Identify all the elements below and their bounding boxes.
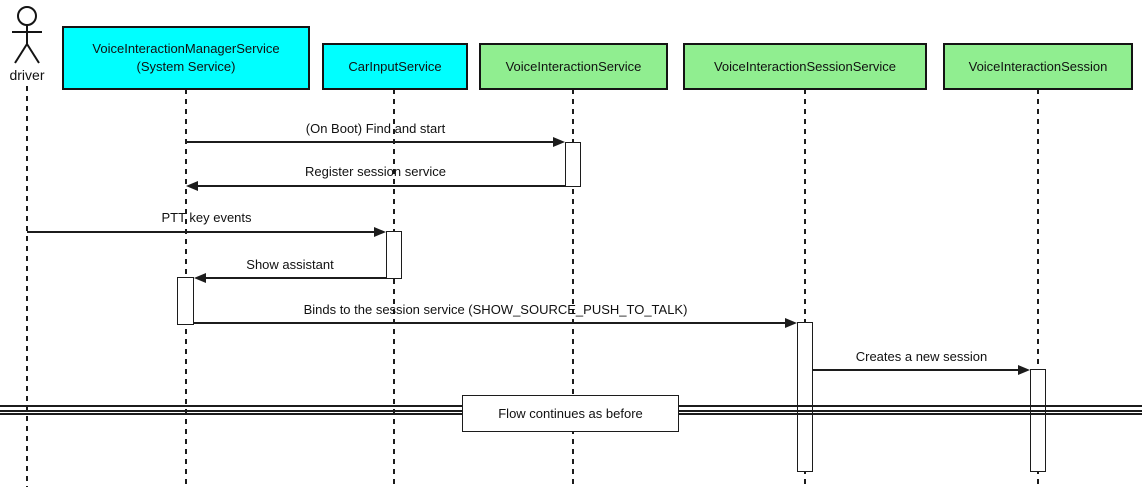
activation-voice-interaction-manager-service <box>177 277 194 325</box>
participant-voice-interaction-service: VoiceInteractionService <box>479 43 668 90</box>
arrow-right-icon <box>374 227 386 237</box>
arrow-right-icon <box>1018 365 1030 375</box>
activation-voice-interaction-session-service <box>797 322 813 472</box>
arrow-left-icon <box>186 181 198 191</box>
message-label-ptt-key-events: PTT key events <box>161 210 252 225</box>
lifeline-car-input-service <box>393 89 395 487</box>
message-line-register-session-service <box>198 185 565 187</box>
lifeline-voice-interaction-session-service <box>804 89 806 487</box>
participant-car-input-service: CarInputService <box>322 43 468 90</box>
message-label-on-boot-find-and-start: (On Boot) Find and start <box>305 121 446 136</box>
activation-voice-interaction-session <box>1030 369 1046 472</box>
message-line-show-assistant <box>206 277 386 279</box>
participant-voice-interaction-manager-service: VoiceInteractionManagerService (System S… <box>62 26 310 90</box>
participant-voice-interaction-session: VoiceInteractionSession <box>943 43 1133 90</box>
message-line-binds-to-session-service <box>194 322 786 324</box>
activation-voice-interaction-service <box>565 142 581 187</box>
actor-label: driver <box>9 67 45 83</box>
message-line-creates-a-new-session <box>813 369 1019 371</box>
message-label-binds-to-session-service: Binds to the session service (SHOW_SOURC… <box>303 302 688 317</box>
message-label-register-session-service: Register session service <box>305 164 446 179</box>
actor-icon <box>12 6 42 64</box>
arrow-right-icon <box>553 137 565 147</box>
lifeline-driver <box>26 86 28 487</box>
message-line-on-boot-find-and-start <box>186 141 554 143</box>
participant-voice-interaction-session-service: VoiceInteractionSessionService <box>683 43 927 90</box>
message-line-ptt-key-events <box>27 231 375 233</box>
message-label-show-assistant: Show assistant <box>246 257 334 272</box>
lifeline-voice-interaction-service <box>572 89 574 487</box>
lifeline-voice-interaction-session <box>1037 89 1039 487</box>
divider-label: Flow continues as before <box>462 395 679 432</box>
arrow-left-icon <box>194 273 206 283</box>
message-label-creates-a-new-session: Creates a new session <box>855 349 988 364</box>
activation-car-input-service <box>386 231 402 279</box>
arrow-right-icon <box>785 318 797 328</box>
